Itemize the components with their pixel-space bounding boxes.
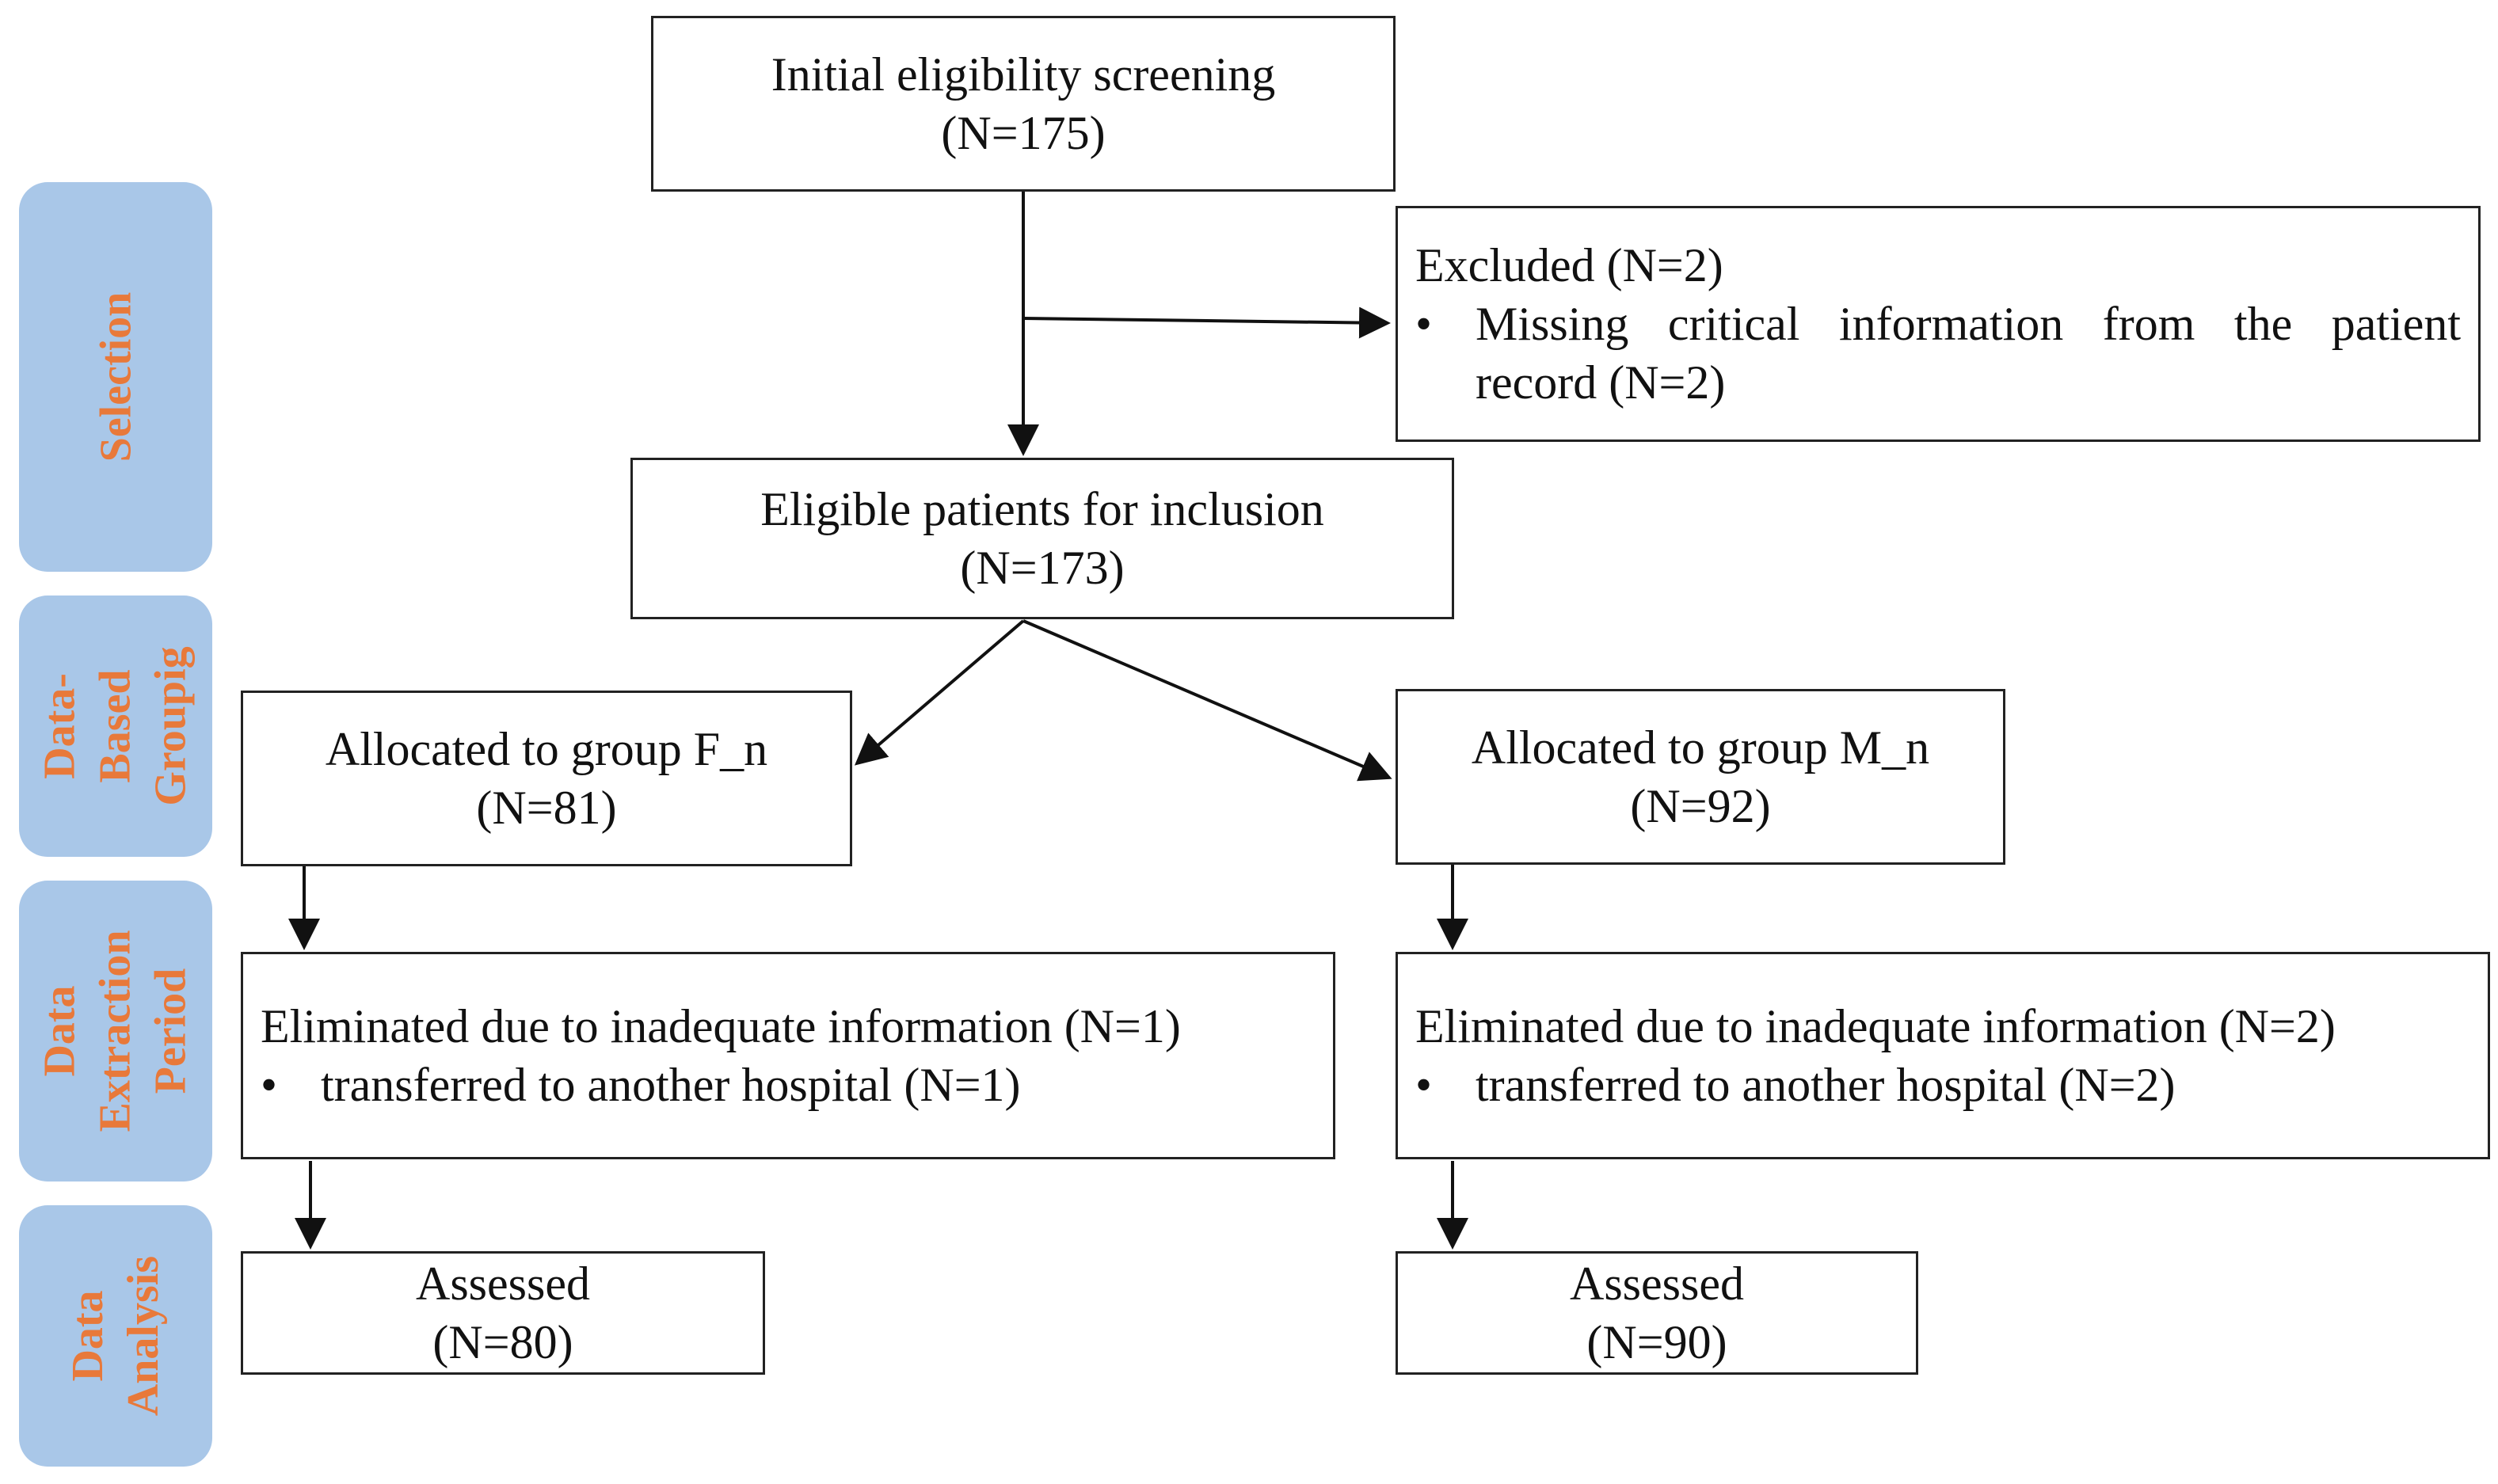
eliminated-f-box: Eliminated due to inadequate information… bbox=[241, 952, 1335, 1159]
screening-title: Initial eligibility screening bbox=[771, 48, 1276, 101]
excluded-reason-line1: Missing critical information from the pa… bbox=[1476, 298, 2461, 350]
eligible-box: Eligible patients for inclusion (N=173) bbox=[630, 458, 1454, 619]
eligible-count: (N=173) bbox=[960, 542, 1125, 594]
assessed-f-count: (N=80) bbox=[432, 1316, 573, 1368]
phase-tab-grouping: Data- Based Groupig bbox=[19, 596, 212, 857]
eliminated-m-reason: • transferred to another hospital (N=2) bbox=[1415, 1056, 2470, 1114]
bullet-icon: • bbox=[1415, 298, 1433, 350]
assessed-m-title: Assessed bbox=[1570, 1258, 1744, 1310]
group-f-box: Allocated to group F_n (N=81) bbox=[241, 691, 852, 866]
phase-tab-extraction: Data Extraction Period bbox=[19, 881, 212, 1181]
bullet-icon: • bbox=[1415, 1059, 1433, 1111]
excluded-box: Excluded (N=2) • Missing critical inform… bbox=[1396, 206, 2481, 442]
excluded-reason-line2: record (N=2) bbox=[1476, 356, 1726, 409]
screening-box: Initial eligibility screening (N=175) bbox=[651, 16, 1396, 192]
phase-tab-selection: Selection bbox=[19, 182, 212, 572]
eliminated-f-reason: • transferred to another hospital (N=1) bbox=[261, 1056, 1316, 1114]
excluded-reason-text: Missing critical information from the pa… bbox=[1476, 295, 2461, 412]
eligible-title: Eligible patients for inclusion bbox=[760, 483, 1324, 535]
eliminated-f-title: Eliminated due to inadequate information… bbox=[261, 1000, 1181, 1052]
assessed-m-box: Assessed (N=90) bbox=[1396, 1251, 1918, 1375]
eliminated-m-title: Eliminated due to inadequate information… bbox=[1415, 1000, 2336, 1052]
group-f-count: (N=81) bbox=[476, 782, 617, 834]
eliminated-m-box: Eliminated due to inadequate information… bbox=[1396, 952, 2490, 1159]
assessed-f-box: Assessed (N=80) bbox=[241, 1251, 765, 1375]
phase-tab-analysis: Data Analysis bbox=[19, 1205, 212, 1467]
assessed-f-title: Assessed bbox=[416, 1258, 590, 1310]
arrow-eligible-to-group-m bbox=[1022, 619, 1392, 782]
eliminated-m-reason-text: transferred to another hospital (N=2) bbox=[1476, 1059, 2176, 1111]
excluded-reason: • Missing critical information from the … bbox=[1415, 295, 2461, 412]
arrow-to-excluded bbox=[1022, 306, 1391, 339]
eliminated-f-reason-text: transferred to another hospital (N=1) bbox=[321, 1059, 1021, 1111]
bullet-icon: • bbox=[261, 1059, 278, 1111]
group-m-title: Allocated to group M_n bbox=[1471, 721, 1930, 774]
group-f-title: Allocated to group F_n bbox=[325, 723, 768, 775]
assessed-m-count: (N=90) bbox=[1586, 1316, 1727, 1368]
screening-count: (N=175) bbox=[941, 107, 1106, 159]
group-m-box: Allocated to group M_n (N=92) bbox=[1396, 689, 2005, 865]
excluded-title: Excluded (N=2) bbox=[1415, 239, 1723, 291]
arrow-eligible-to-group-f bbox=[854, 619, 1025, 766]
group-m-count: (N=92) bbox=[1630, 780, 1771, 832]
